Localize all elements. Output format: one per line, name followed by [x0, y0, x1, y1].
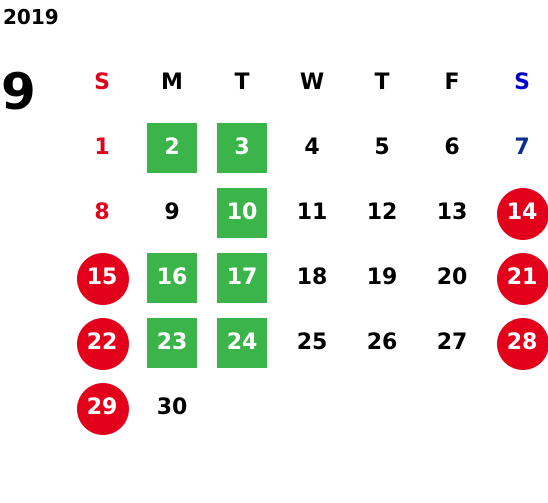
- day-cell[interactable]: 13: [436, 199, 468, 225]
- day-cell[interactable]: 11: [296, 199, 328, 225]
- day-cell[interactable]: 26: [366, 329, 398, 355]
- calendar-grid: S M T W T F S 1 2 3 4 5 6 7 8 9 10 11 12…: [67, 50, 548, 440]
- weekday-sat: S: [514, 69, 530, 95]
- day-cell[interactable]: 29: [67, 375, 137, 440]
- weekday-wed: W: [299, 69, 325, 95]
- day-cell[interactable]: 7: [514, 134, 530, 160]
- day-cell[interactable]: 21: [487, 245, 548, 310]
- day-cell[interactable]: 8: [94, 199, 110, 225]
- day-cell[interactable]: 30: [156, 394, 188, 420]
- week-row: 8 9 10 11 12 13 14: [67, 180, 548, 245]
- day-cell[interactable]: 2: [137, 115, 207, 180]
- day-cell[interactable]: 5: [374, 134, 390, 160]
- day-cell[interactable]: 20: [436, 264, 468, 290]
- day-cell[interactable]: 3: [207, 115, 277, 180]
- day-cell[interactable]: 28: [487, 310, 548, 375]
- weekday-sun: S: [94, 69, 110, 95]
- day-cell[interactable]: 19: [366, 264, 398, 290]
- day-cell[interactable]: 25: [296, 329, 328, 355]
- week-row: 15 16 17 18 19 20 21: [67, 245, 548, 310]
- week-row: 1 2 3 4 5 6 7: [67, 115, 548, 180]
- day-cell[interactable]: 12: [366, 199, 398, 225]
- day-cell[interactable]: 24: [207, 310, 277, 375]
- weekday-fri: F: [444, 69, 460, 95]
- weekday-tue: T: [234, 69, 250, 95]
- day-cell[interactable]: 1: [94, 134, 110, 160]
- week-row: 29 30: [67, 375, 548, 440]
- day-cell[interactable]: 14: [487, 180, 548, 245]
- day-cell[interactable]: 4: [304, 134, 320, 160]
- day-cell[interactable]: 16: [137, 245, 207, 310]
- weekday-thu: T: [374, 69, 390, 95]
- day-cell[interactable]: 17: [207, 245, 277, 310]
- day-cell[interactable]: 10: [207, 180, 277, 245]
- day-cell[interactable]: 18: [296, 264, 328, 290]
- year-label: 2019: [3, 5, 59, 29]
- day-cell[interactable]: 22: [67, 310, 137, 375]
- day-cell[interactable]: 6: [444, 134, 460, 160]
- day-cell[interactable]: 23: [137, 310, 207, 375]
- month-number: 9: [1, 63, 36, 121]
- day-cell[interactable]: 27: [436, 329, 468, 355]
- day-cell[interactable]: 15: [67, 245, 137, 310]
- weekday-header-row: S M T W T F S: [67, 50, 548, 115]
- week-row: 22 23 24 25 26 27 28: [67, 310, 548, 375]
- day-cell[interactable]: 9: [164, 199, 180, 225]
- weekday-mon: M: [161, 69, 183, 95]
